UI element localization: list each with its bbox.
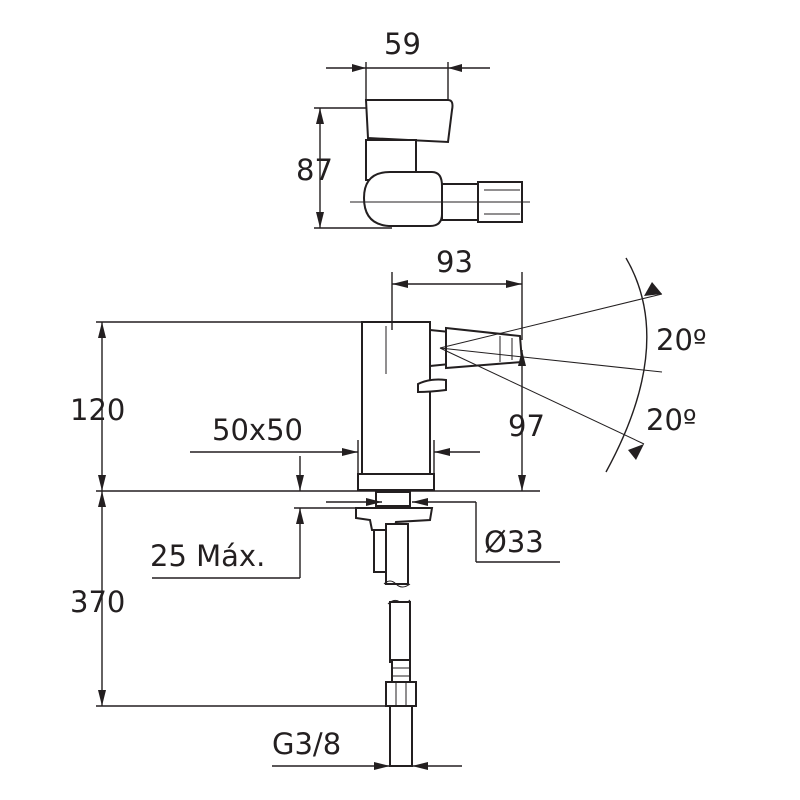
dim-d33-label: Ø33 <box>484 525 544 559</box>
hose-ferrule <box>391 659 411 683</box>
angle-down-label: 20º <box>646 403 697 437</box>
dim-97-label: 97 <box>508 409 545 443</box>
front-view: 93 120 50x50 97 20º 20º <box>70 245 707 770</box>
top-view: 59 87 <box>296 27 530 229</box>
spray-nozzle <box>445 326 524 370</box>
angle-arc <box>605 257 648 473</box>
dim-370-label: 370 <box>70 585 125 619</box>
fixing-nut <box>375 491 411 507</box>
mixer-lever <box>417 378 447 394</box>
dim-g38-label: G3/8 <box>272 727 341 761</box>
dim-59-label: 59 <box>384 27 421 61</box>
top-handle <box>364 99 454 144</box>
hose-lower <box>389 601 411 663</box>
dim-93-label: 93 <box>436 245 473 279</box>
mixer-body <box>361 321 431 479</box>
hose-upper <box>385 523 409 585</box>
hose-thread <box>389 705 413 767</box>
dim-25max-label: 25 Máx. <box>150 539 265 573</box>
angle-up-label: 20º <box>656 323 707 357</box>
top-body <box>362 171 443 227</box>
mixer-base <box>357 473 435 491</box>
dim-120-label: 120 <box>70 393 125 427</box>
dim-50x50-label: 50x50 <box>212 413 303 447</box>
hose-nut <box>385 681 417 707</box>
dim-87-label: 87 <box>296 153 333 187</box>
